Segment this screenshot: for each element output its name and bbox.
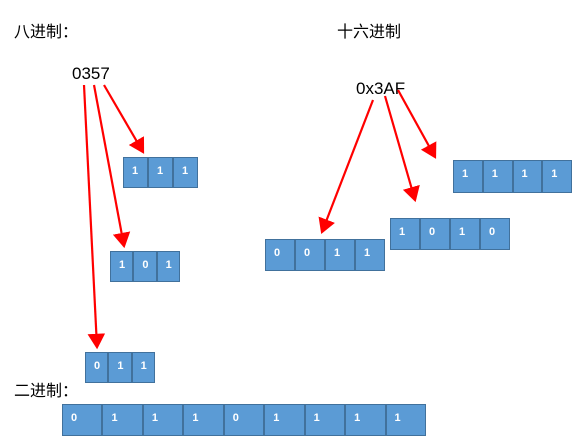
bit-cell: 1 [264, 404, 305, 436]
bit-cell: 1 [390, 218, 420, 250]
octal-number: 0357 [72, 64, 110, 83]
bit-cell: 1 [110, 251, 134, 282]
bit-cell: 1 [102, 404, 143, 436]
arrow-hex-3 [318, 99, 375, 235]
bit-cell: 1 [325, 239, 355, 271]
arrow-hex-F [397, 89, 437, 159]
arrow-octal-3 [82, 84, 106, 350]
bit-cell: 1 [142, 404, 184, 436]
bit-cell: 1 [512, 160, 543, 193]
bit-cell: 0 [85, 352, 109, 383]
bit-cell: 1 [156, 251, 180, 282]
bit-cell: 1 [542, 160, 572, 193]
bit-cell: 1 [123, 157, 148, 188]
bit-cell: 1 [355, 239, 385, 271]
bit-cell: 1 [304, 404, 346, 436]
bit-cell: 1 [183, 404, 224, 436]
bit-cell: 0 [420, 218, 450, 250]
hex-number: 0x3AF [356, 79, 406, 98]
bit-cell: 1 [345, 404, 386, 436]
bit-cell: 0 [223, 404, 265, 436]
bit-cell: 1 [108, 352, 132, 383]
hex-title: 十六进制 [337, 22, 402, 41]
bit-cell: 1 [450, 218, 480, 250]
bit-cell: 1 [131, 352, 155, 383]
bit-cell: 1 [173, 157, 198, 188]
bit-cell: 0 [295, 239, 325, 271]
bit-cell: 1 [482, 160, 513, 193]
bit-cell: 1 [453, 160, 483, 193]
bit-cell: 1 [148, 157, 173, 188]
bit-cell: 0 [133, 251, 157, 282]
bit-cell: 1 [385, 404, 426, 436]
bit-cell: 0 [480, 218, 510, 250]
arrow-hex-A [383, 95, 420, 203]
octal-title: 八进制： [14, 22, 79, 41]
binary-title: 二进制： [14, 381, 79, 400]
bit-cell: 0 [265, 239, 295, 271]
arrow-octal-5 [92, 84, 131, 249]
arrow-octal-7 [103, 84, 145, 154]
bit-cell: 0 [62, 404, 103, 436]
